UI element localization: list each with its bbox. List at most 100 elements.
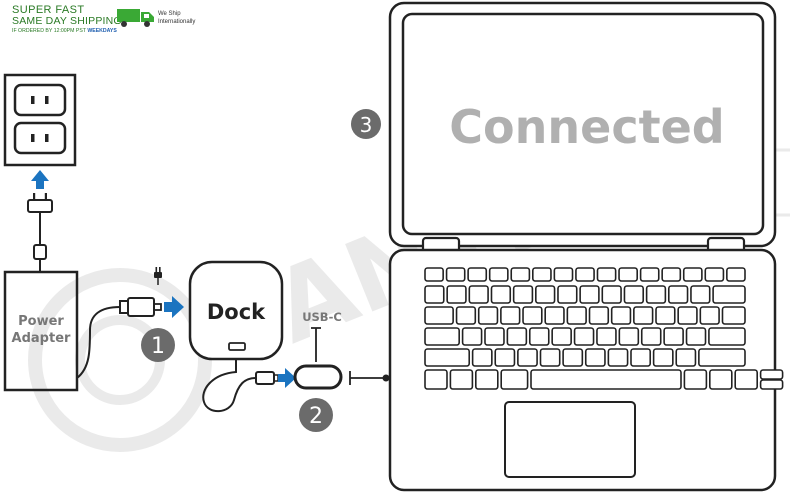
keyboard-key: [557, 285, 578, 304]
keyboard-key: [575, 267, 595, 282]
keyboard-key: [596, 267, 617, 282]
keyboard-key: [708, 327, 746, 346]
keyboard-key: [698, 348, 746, 367]
keyboard-key: [573, 327, 595, 346]
keyboard-key: [721, 306, 746, 325]
keyboard-key: [633, 306, 654, 325]
plug-in-arrow: [31, 170, 49, 189]
keyboard-key: [601, 285, 622, 304]
keyboard-key: [494, 348, 516, 367]
step-3-number: 3: [360, 113, 373, 137]
keyboard-key: [682, 267, 703, 282]
keyboard-key: [506, 327, 528, 346]
keyboard-key: [539, 348, 561, 367]
keyboard-key: [579, 285, 600, 304]
keyboard-key: [471, 348, 493, 367]
dock-label: Dock: [207, 300, 266, 324]
power-plug-icon: [154, 267, 162, 285]
keyboard-key: [690, 285, 711, 304]
dock-cable: [202, 359, 257, 413]
usb-c-port-marker: [311, 327, 321, 362]
keyboard-key: [623, 285, 645, 304]
keyboard-key: [683, 369, 708, 390]
keyboard-key: [566, 306, 587, 325]
keyboard-key: [449, 369, 474, 390]
keyboard-key: [639, 267, 660, 282]
wall-plug: [27, 193, 53, 272]
keyboard-key: [522, 306, 543, 325]
keyboard-key: [610, 306, 632, 325]
keyboard-key: [424, 369, 448, 390]
keyboard-key: [712, 285, 746, 304]
keyboard-key: [596, 327, 617, 346]
banner-line-super-fast: SUPER FAST: [12, 4, 85, 16]
power-adapter-label-line1: Power: [18, 314, 64, 329]
keyboard-key: [759, 369, 784, 380]
keyboard-key: [512, 285, 534, 304]
keyboard-key: [667, 285, 689, 304]
keyboard-key: [488, 267, 509, 282]
delivery-truck-icon: [117, 9, 154, 27]
keyboard-key: [562, 348, 584, 367]
laptop-screen: Connected: [388, 1, 777, 248]
keyboard-key: [446, 285, 467, 304]
keyboard-key: [530, 369, 682, 390]
banner-line-cutoff: IF ORDERED BY 12:00PM PST WEEKDAYS: [12, 28, 117, 34]
keyboard-key: [551, 327, 572, 346]
dc-plug: [119, 297, 162, 317]
adapter-cable: [76, 306, 121, 379]
keyboard: [424, 267, 784, 390]
power-arrow: [164, 296, 184, 318]
keyboard-key: [500, 306, 521, 325]
keyboard-key: [734, 369, 759, 390]
step-3-badge: 3: [351, 109, 381, 139]
step-1-badge: 1: [141, 328, 175, 362]
banner-cutoff-text: IF ORDERED BY 12:00PM PST: [12, 28, 86, 34]
trackpad: [504, 401, 636, 478]
power-adapter-label-line2: Adapter: [12, 331, 71, 346]
keyboard-key: [630, 348, 652, 367]
keyboard-key: [726, 267, 746, 282]
keyboard-key: [584, 348, 606, 367]
usb-c-port: [293, 364, 343, 390]
keyboard-key: [677, 306, 698, 325]
keyboard-key: [461, 327, 483, 346]
wall-outlet: [3, 73, 77, 167]
keyboard-key: [424, 267, 444, 282]
keyboard-key: [468, 285, 489, 304]
keyboard-key: [510, 267, 531, 282]
step-1-number: 1: [151, 334, 165, 359]
keyboard-key: [607, 348, 629, 367]
keyboard-key: [553, 267, 574, 282]
power-adapter: Power Adapter: [3, 270, 79, 392]
keyboard-key: [500, 369, 529, 390]
usb-c-label: USB-C: [302, 310, 342, 324]
keyboard-key: [645, 285, 667, 304]
keyboard-key: [528, 327, 550, 346]
banner-cutoff-weekdays: WEEKDAYS: [87, 28, 117, 34]
connected-text: Connected: [449, 100, 724, 154]
keyboard-key: [424, 306, 454, 325]
keyboard-key: [618, 327, 640, 346]
keyboard-key: [467, 267, 488, 282]
step-2-number: 2: [309, 404, 323, 429]
banner-line-same-day: SAME DAY SHIPPING: [12, 15, 122, 27]
keyboard-key: [661, 267, 682, 282]
usb-c-arrow: [278, 368, 296, 388]
keyboard-key: [484, 327, 505, 346]
keyboard-key: [445, 267, 466, 282]
keyboard-key: [588, 306, 610, 325]
keyboard-key: [652, 348, 674, 367]
keyboard-key: [685, 327, 707, 346]
step-2-badge: 2: [299, 398, 333, 432]
keyboard-key: [424, 285, 445, 304]
keyboard-key: [474, 369, 499, 390]
keyboard-key: [699, 306, 720, 325]
keyboard-key: [655, 306, 676, 325]
keyboard-key: [675, 348, 697, 367]
keyboard-key: [424, 348, 471, 367]
keyboard-key: [424, 327, 460, 346]
keyboard-key: [544, 306, 565, 325]
